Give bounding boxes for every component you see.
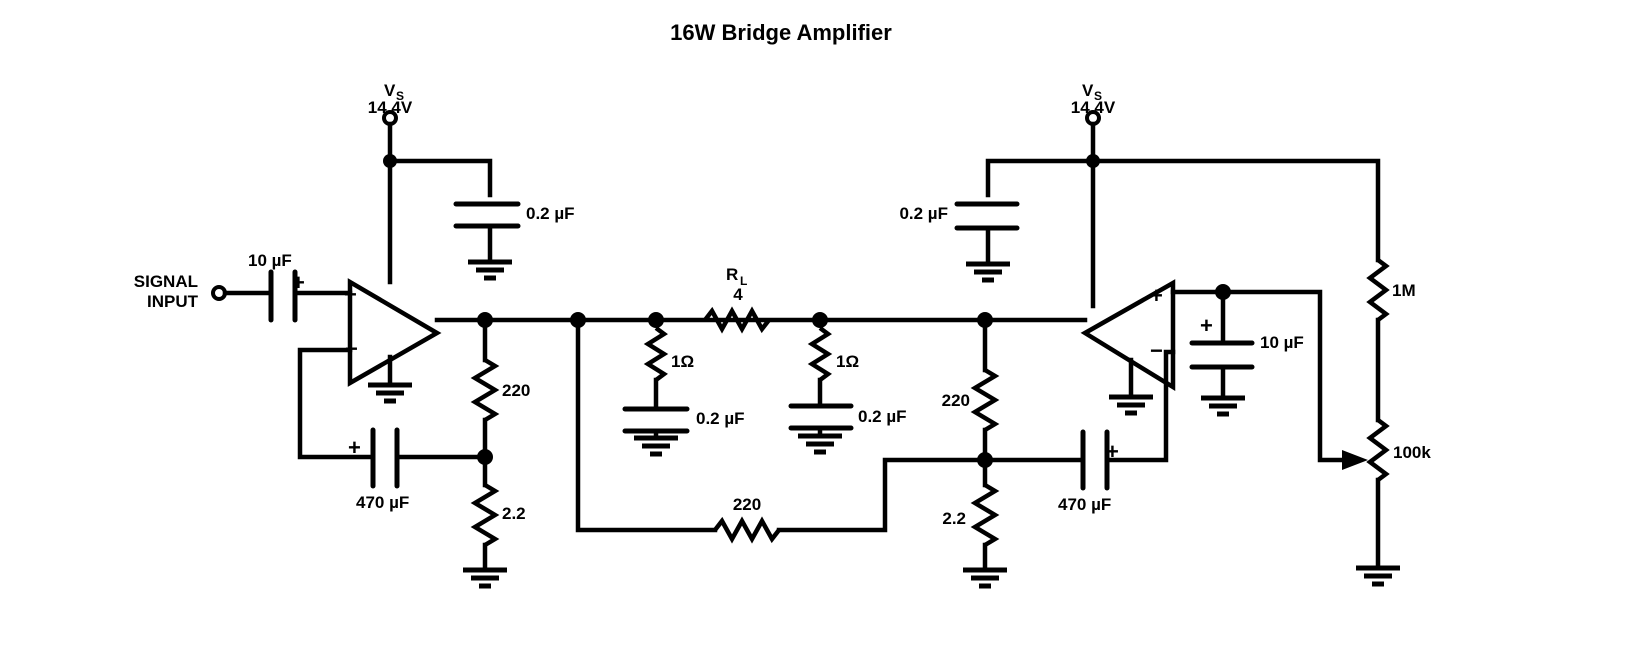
resistor-bias-1M [1366,258,1390,322]
wire-supply-cap-left [387,158,493,198]
polarity-c-bias: + [1200,313,1213,338]
label-r-cross: 220 [733,495,761,514]
capacitor-bias [1189,340,1255,370]
label-r-snubber-left: 1Ω [671,352,694,371]
junction-snubber-right [812,312,828,328]
wire-supply-cap-right [985,158,1096,198]
resistor-fb-right-220 [970,368,1000,432]
ground-icon [468,259,512,281]
opamp-right-plus: + [1150,283,1163,308]
label-r-load-value: 4 [733,285,743,304]
label-c-snubber-left: 0.2 µF [696,409,745,428]
supply-left-voltage: 14.4V [368,98,413,117]
resistor-cross-220 [713,516,781,544]
label-r-fb-right-bottom: 2.2 [942,509,966,528]
ground-icon [798,433,842,455]
resistor-fb-left-220 [470,358,500,422]
signal-input-label-2: INPUT [147,292,199,311]
supply-left-subscript: S [396,89,404,103]
supply-left-label: V S 14.4V [368,81,413,117]
label-c-snubber-right: 0.2 µF [858,407,907,426]
capacitor-supply-left [453,201,521,229]
opamp-right-minus: − [1150,338,1163,363]
polarity-c-input: + [292,270,305,295]
supply-left-name: V [384,81,396,100]
capacitor-input [268,269,298,323]
resistor-snubber-left [643,326,669,382]
ground-icon [1109,394,1153,416]
wire-cross-right [776,457,988,533]
label-c-feedback-left: 470 µF [356,493,409,512]
wire-bias-input [1170,289,1345,463]
wire-cross-left [575,317,718,533]
supply-right-label: V S 14.4V [1071,81,1116,117]
label-r-load: R L 4 [726,265,747,304]
ground-icon [1201,395,1245,417]
potentiometer-wiper-arrow[interactable] [1342,450,1368,470]
label-r-fb-left-bottom: 2.2 [502,504,526,523]
label-c-supply-right: 0.2 µF [899,204,948,223]
label-c-feedback-right: 470 µF [1058,495,1111,514]
ground-icon [966,261,1010,283]
ground-icon [1356,565,1400,587]
capacitor-snubber-left [622,406,690,434]
label-r-fb-right-top: 220 [942,391,970,410]
diagram-title: 16W Bridge Amplifier [670,20,892,45]
supply-right-name: V [1082,81,1094,100]
label-c-bias: 10 µF [1260,333,1304,352]
potentiometer-100k [1366,418,1390,482]
opamp-left [347,278,442,387]
capacitor-supply-right [954,201,1020,231]
resistor-snubber-right [807,326,833,382]
ground-icon [963,567,1007,589]
capacitor-feedback-right [1080,429,1110,491]
label-r-load-name: R [726,265,738,284]
resistor-fb-left-2.2 [470,483,500,547]
label-r-fb-left-top: 220 [502,381,530,400]
capacitor-feedback-left [370,427,400,489]
opamp-left-plus: + [344,282,357,307]
capacitor-snubber-right [788,403,854,431]
label-c-supply-left: 0.2 µF [526,204,575,223]
wire-supply-bias [1090,158,1381,263]
label-c-input: 10 µF [248,251,292,270]
resistor-fb-right-2.2 [970,483,1000,547]
junction-fb-left [477,449,493,465]
junction-snubber-left [648,312,664,328]
label-r-pot: 100k [1393,443,1431,462]
resistor-load [703,306,771,334]
ground-icon [634,435,678,457]
supply-right-subscript: S [1094,89,1102,103]
supply-right-voltage: 14.4V [1071,98,1116,117]
ground-icon [463,567,507,589]
wire-feedback-right [1107,349,1176,463]
signal-input-label-1: SIGNAL [134,272,198,291]
label-r-snubber-right: 1Ω [836,352,859,371]
wire-feedback-left [297,347,373,460]
label-r-bias-top: 1M [1392,281,1416,300]
ground-icon [368,382,412,404]
polarity-c-feedback-left: + [348,435,361,460]
label-r-load-sub: L [740,274,747,288]
